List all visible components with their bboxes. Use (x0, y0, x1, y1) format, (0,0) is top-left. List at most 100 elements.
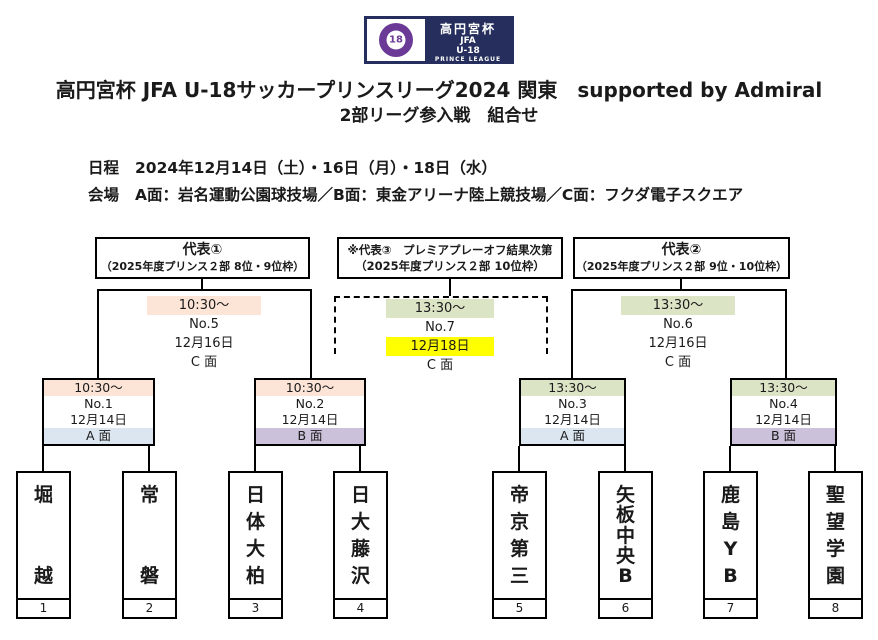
match-time: 13:30～ (386, 299, 494, 318)
bracket-line (42, 446, 44, 471)
match-box-no1: 10:30～ No.1 12月14日 A 面 (42, 378, 155, 446)
bracket-line (834, 446, 836, 471)
prince-league-emblem-icon: 18 (379, 23, 413, 57)
match-box-no4: 13:30～ No.4 12月14日 B 面 (730, 378, 837, 446)
match-venue: A 面 (44, 428, 153, 444)
match-number: No.1 (84, 396, 113, 411)
match-time: 10:30～ (44, 380, 153, 396)
match-date: 12月16日 (174, 336, 234, 351)
team-box-1: 堀越 1 (16, 471, 71, 619)
match-venue: B 面 (732, 428, 835, 444)
match-info-no6: 13:30～ No.6 12月16日 C 面 (621, 296, 735, 372)
bracket-line (449, 279, 451, 296)
match-venue: B 面 (256, 428, 364, 444)
match-venue: C 面 (426, 358, 454, 373)
match-info-no5: 10:30～ No.5 12月16日 C 面 (147, 296, 261, 372)
logo-org: JFA (460, 36, 476, 46)
bracket-line (624, 446, 626, 471)
page-subtitle: 2部リーグ参入戦 組合せ (339, 106, 539, 126)
match-number: No.4 (769, 396, 798, 411)
team-box-3: 日体大柏 3 (228, 471, 283, 619)
bracket-line (97, 289, 312, 291)
match-number: No.3 (558, 396, 587, 411)
team-name: 堀越 (16, 471, 71, 600)
header-rep2-title: 代表② (661, 242, 702, 258)
team-seed: 1 (16, 600, 71, 619)
match-time: 10:30～ (256, 380, 364, 396)
team-name: 日大藤沢 (333, 471, 388, 600)
venue-value: A面：岩名運動公園球技場／B面：東金アリーナ陸上競技場／C面：フクダ電子スクエア (135, 186, 744, 204)
logo-title-jp: 高円宮杯 (439, 22, 496, 36)
match-date: 12月14日 (755, 412, 812, 427)
match-date: 12月16日 (648, 336, 708, 351)
match-box-no2: 10:30～ No.2 12月14日 B 面 (254, 378, 366, 446)
venue-label: 会場 (88, 186, 120, 204)
schedule-value: 2024年12月14日（土）・16日（月）・18日（水） (135, 159, 497, 177)
event-info: 日程 2024年12月14日（土）・16日（月）・18日（水） 会場 A面：岩名… (88, 155, 743, 209)
bracket-line-dashed (546, 296, 548, 354)
match-venue: A 面 (521, 428, 624, 444)
bracket-line (359, 446, 361, 471)
match-date: 12月14日 (544, 412, 601, 427)
team-seed: 4 (333, 600, 388, 619)
header-rep2: 代表② （2025年度プリンス２部 9位・10位枠） (573, 237, 790, 279)
match-venue: C 面 (664, 355, 692, 370)
schedule-row: 日程 2024年12月14日（土）・16日（月）・18日（水） (88, 155, 743, 182)
bracket-line (97, 289, 99, 378)
venue-row: 会場 A面：岩名運動公園球技場／B面：東金アリーナ陸上競技場／C面：フクダ電子ス… (88, 182, 743, 209)
header-rep3-title: ※代表③ プレミアプレーオフ結果次第 (347, 243, 553, 257)
header-rep1-subtitle: （2025年度プリンス２部 8位・9位枠） (100, 260, 305, 273)
header-rep2-subtitle: （2025年度プリンス２部 9位・10位枠） (575, 260, 788, 273)
logo-emblem-panel: 18 (367, 19, 425, 61)
team-seed: 3 (228, 600, 283, 619)
match-number: No.5 (189, 317, 219, 332)
bracket-line (571, 289, 573, 378)
team-name: 帝京第三 (492, 471, 547, 600)
match-time: 13:30～ (621, 296, 735, 315)
logo-text-panel: 高円宮杯 JFA U-18 PRINCE LEAGUE (425, 19, 511, 63)
logo-league-name: PRINCE LEAGUE (434, 56, 502, 63)
match-date: 12月14日 (281, 412, 339, 427)
emblem-number: 18 (386, 30, 406, 50)
header-rep3-subtitle: （2025年度プリンス２部 10位枠） (355, 259, 545, 273)
match-date: 12月18日 (386, 337, 494, 356)
team-box-8: 聖望学園 8 (808, 471, 863, 619)
team-box-2: 常磐 2 (122, 471, 177, 619)
match-time: 13:30～ (521, 380, 624, 396)
team-seed: 7 (703, 600, 758, 619)
header-rep3: ※代表③ プレミアプレーオフ結果次第 （2025年度プリンス２部 10位枠） (337, 237, 563, 279)
header-rep1: 代表① （2025年度プリンス２部 8位・9位枠） (95, 237, 310, 279)
match-box-no3: 13:30～ No.3 12月14日 A 面 (519, 378, 626, 446)
bracket-line (254, 446, 256, 471)
bracket-line (148, 446, 150, 471)
bracket-line-dashed (334, 296, 336, 354)
team-box-5: 帝京第三 5 (492, 471, 547, 619)
team-name: 聖望学園 (808, 471, 863, 600)
bracket-line (310, 289, 312, 378)
match-date: 12月14日 (70, 412, 127, 427)
logo-division: U-18 (456, 46, 480, 56)
bracket-line (680, 279, 682, 289)
team-seed: 5 (492, 600, 547, 619)
team-box-4: 日大藤沢 4 (333, 471, 388, 619)
match-time: 10:30～ (147, 296, 261, 315)
match-number: No.6 (663, 317, 693, 332)
league-logo: 18 高円宮杯 JFA U-18 PRINCE LEAGUE (364, 16, 514, 64)
team-seed: 8 (808, 600, 863, 619)
bracket-line (785, 289, 787, 378)
header-rep1-title: 代表① (182, 242, 223, 258)
page-title: 高円宮杯 JFA U-18サッカープリンスリーグ2024 関東 supporte… (55, 78, 823, 102)
team-seed: 2 (122, 600, 177, 619)
bracket-line (518, 446, 520, 471)
match-time: 13:30～ (732, 380, 835, 396)
team-name: 常磐 (122, 471, 177, 600)
team-name: 日体大柏 (228, 471, 283, 600)
bracket-line (201, 279, 203, 289)
match-number: No.2 (295, 396, 325, 411)
schedule-label: 日程 (88, 159, 120, 177)
